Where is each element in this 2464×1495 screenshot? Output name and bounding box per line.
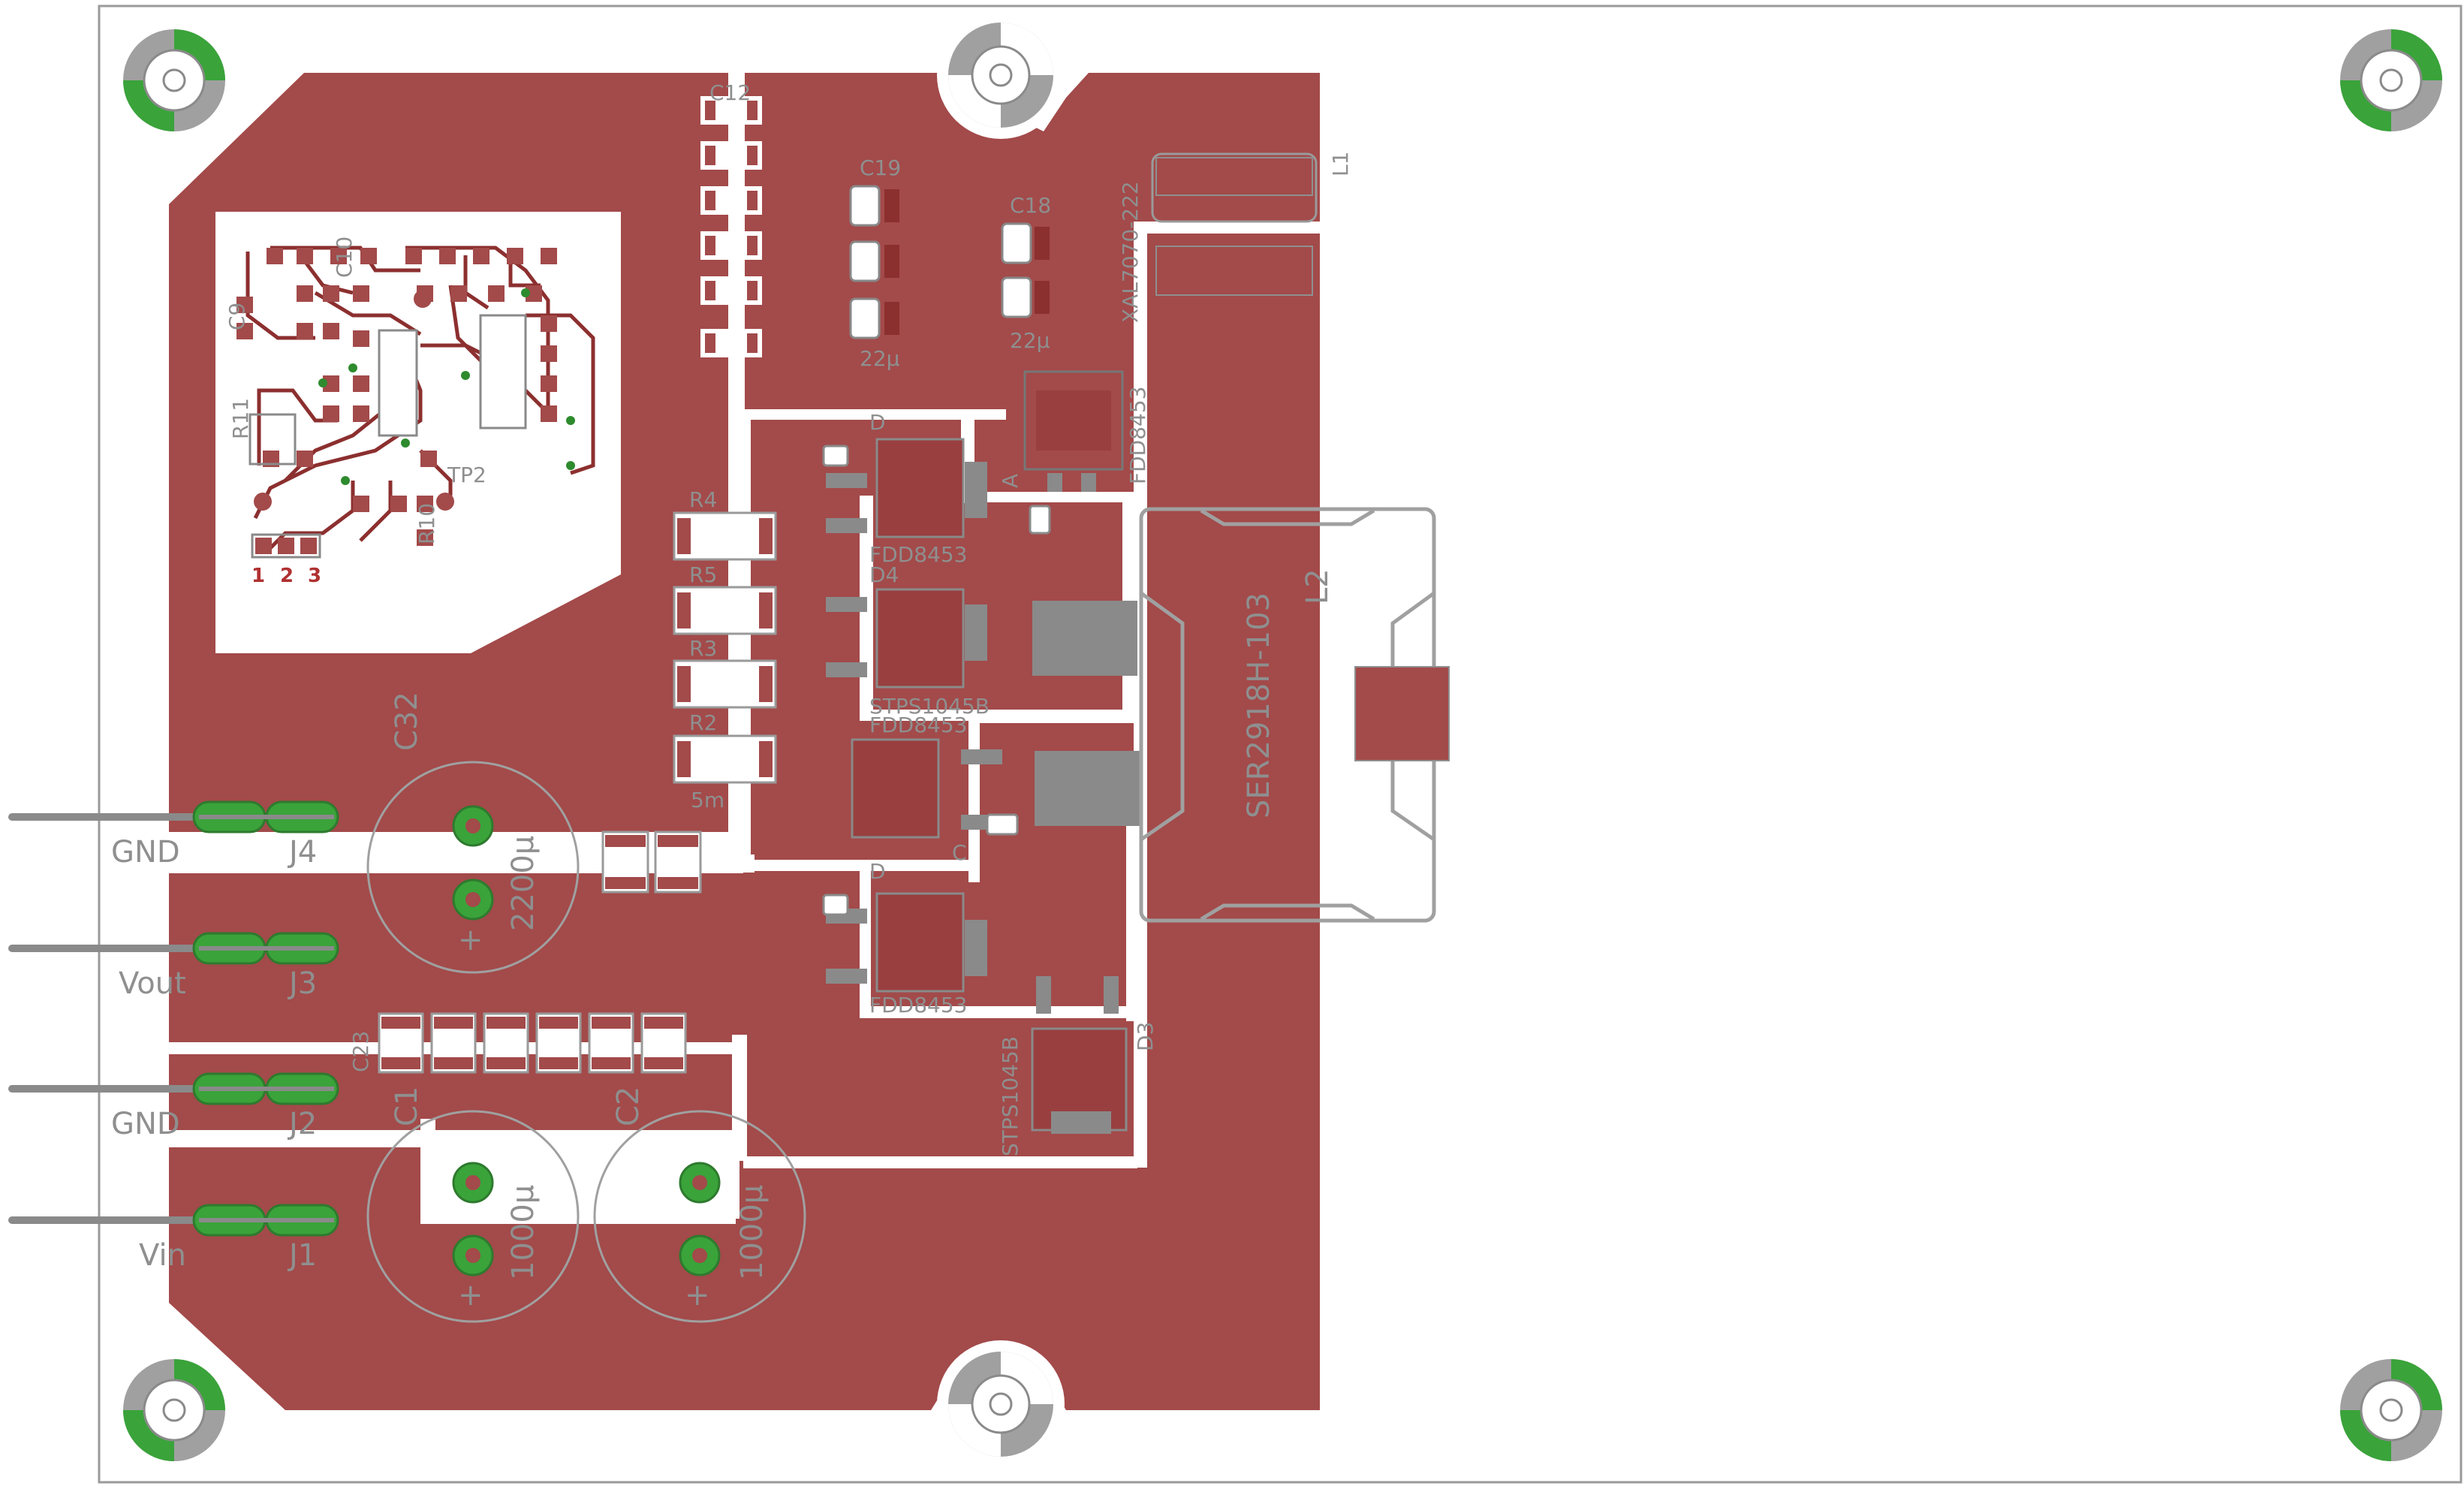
label-r5: R5 (689, 562, 717, 587)
label-l1-value: XAL7070-222 (1118, 181, 1143, 323)
controller-area (215, 212, 621, 653)
small-caps-bank (378, 830, 702, 1074)
mosfet-fdd-top (1023, 370, 1124, 492)
diode-d4 (826, 588, 1137, 689)
mounting-hole-bottom-center (937, 1340, 1065, 1468)
inductor-l2-pad (1354, 666, 1450, 761)
header-pin-2: 2 (280, 565, 294, 587)
r11-footprint (249, 413, 297, 466)
connector-pad-holes (199, 815, 334, 1222)
mounting-hole-top-right (2340, 29, 2442, 131)
polarity-c2: + (685, 1278, 710, 1313)
label-r10: R10 (414, 503, 439, 544)
header-pin-3: 3 (308, 565, 321, 587)
label-c1-value: 1000µ (506, 1185, 541, 1280)
label-l2: L2 (1300, 568, 1335, 604)
label-c19: C19 (860, 155, 901, 180)
output-cap-column (700, 96, 762, 357)
net-label-gnd-j2: GND (111, 1107, 180, 1141)
silkscreen-labels: GND J4 Vout J3 GND J2 Vin J1 C12 C19 22µ… (111, 80, 1353, 1313)
label-d3-value: STPS1045B (998, 1036, 1023, 1156)
bulk-cap-pads (452, 805, 721, 1276)
net-label-vout-j3: Vout (119, 966, 186, 1001)
mounting-hole-bottom-left (123, 1359, 225, 1461)
diode-d3 (1031, 976, 1128, 1134)
label-r11: R11 (228, 398, 253, 439)
label-c9: C9 (224, 303, 249, 330)
label-c18-value: 22µ (1010, 328, 1050, 353)
label-c2: C2 (611, 1087, 646, 1126)
mounting-hole-top-center (937, 11, 1065, 139)
bulk-capacitors (366, 761, 806, 1323)
ref-label-j4: J4 (287, 835, 317, 870)
label-c32-value: 2200µ (506, 836, 541, 931)
controller-ics (378, 314, 527, 437)
label-c19-value: 22µ (860, 346, 900, 371)
mounting-hole-bottom-right (2340, 1359, 2442, 1461)
mounting-holes (123, 11, 2442, 1468)
polarity-c32: + (458, 923, 483, 957)
mosfet-middle (851, 738, 1140, 839)
label-fet-lower: FDD8453 (869, 993, 967, 1017)
label-l1: L1 (1328, 152, 1353, 176)
label-fet-upper: FDD8453 (869, 542, 967, 567)
inductor-l1 (1151, 152, 1318, 296)
label-c2-value: 1000µ (735, 1185, 770, 1280)
pin-mark-d-lower: D (869, 859, 886, 884)
mosfet-upper (822, 438, 1051, 538)
label-c1: C1 (390, 1087, 424, 1126)
controller-vias (318, 288, 575, 485)
controller-pads (236, 248, 557, 546)
sense-resistors (673, 511, 777, 784)
label-c12: C12 (709, 80, 751, 105)
pin-mark-c: C (952, 840, 967, 865)
pin-mark-d-upper: D (869, 410, 886, 435)
label-c18: C18 (1010, 193, 1051, 218)
header-3pin (251, 533, 321, 559)
mosfet-lower (822, 892, 987, 993)
label-c32: C32 (390, 692, 424, 751)
label-r2: R2 (689, 710, 717, 735)
pin-mark-a: A (998, 474, 1023, 488)
mounting-hole-top-left (123, 29, 225, 131)
net-label-gnd-j4: GND (111, 835, 180, 870)
ref-label-j1: J1 (287, 1238, 317, 1273)
label-d3: D3 (1133, 1022, 1158, 1051)
header-pin-1: 1 (252, 565, 265, 587)
test-point-tp2 (436, 493, 454, 511)
label-d4: D4 (869, 562, 899, 587)
label-r4: R4 (689, 487, 717, 512)
label-c10: C10 (332, 237, 357, 278)
test-point-tp1 (414, 290, 432, 308)
polarity-c1: + (458, 1278, 483, 1313)
ref-label-j2: J2 (287, 1107, 317, 1141)
ceramic-cap-pads (884, 189, 1050, 335)
label-fet-middle: FDD8453 (869, 713, 967, 737)
label-fdd-top: FDD8453 (1125, 387, 1150, 484)
label-l2-value: SER2918H-103 (1242, 592, 1276, 818)
net-label-vin-j1: Vin (139, 1238, 186, 1273)
label-tp2: TP2 (447, 463, 486, 487)
ceramic-caps-c19-c18 (849, 185, 1032, 339)
ref-label-j3: J3 (287, 966, 317, 1001)
label-r3: R3 (689, 636, 717, 661)
label-d4-value: STPS1045B (869, 694, 990, 719)
test-point-tp3 (254, 493, 272, 511)
label-r-value: 5m (691, 788, 724, 812)
label-c23: C23 (348, 1031, 373, 1072)
